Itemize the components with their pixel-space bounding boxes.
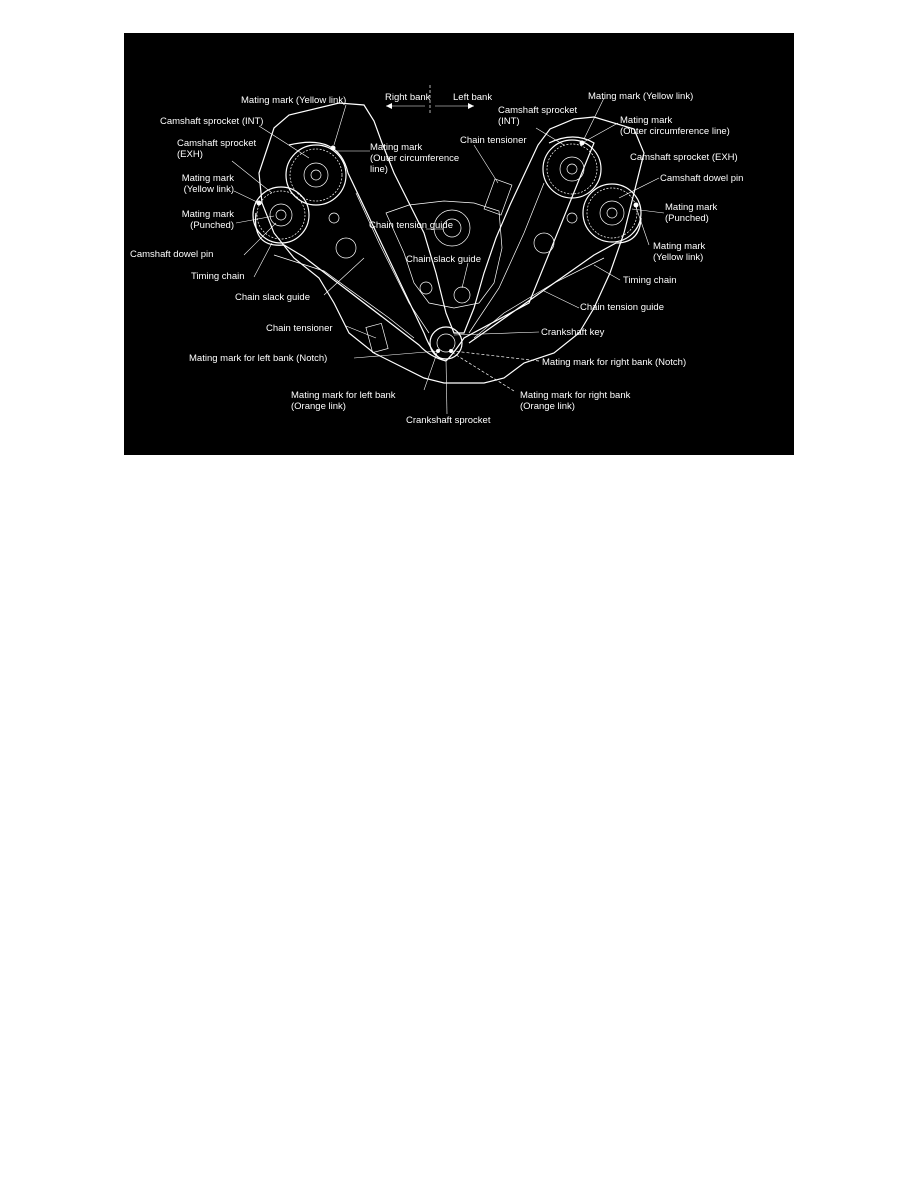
label-mating-punched-lb: Mating mark (Punched) <box>665 202 718 224</box>
label-chain-tension-guide-lb: Chain tension guide <box>580 302 664 313</box>
engine-block-outline <box>258 102 645 384</box>
label-timing-chain-lb: Timing chain <box>623 275 677 286</box>
label-chain-slack-guide-center: Chain slack guide <box>406 254 481 265</box>
label-camshaft-int-lb: Camshaft sprocket (INT) <box>498 105 578 127</box>
label-mating-yellow-top-rb: Mating mark (Yellow link) <box>241 95 347 106</box>
center-hole <box>453 286 471 304</box>
label-mating-right-notch: Mating mark for right bank (Notch) <box>542 357 687 368</box>
engine-drawing <box>231 85 665 415</box>
lower-tensioner-shape <box>365 322 389 354</box>
label-mating-yellow-top-lb: Mating mark (Yellow link) <box>588 91 694 102</box>
right-bank-label: Right bank <box>385 92 431 103</box>
label-camshaft-int-rb: Camshaft sprocket (INT) <box>160 116 264 127</box>
left-slack-guide-shape <box>473 257 605 339</box>
label-dowel-pin-lb: Camshaft dowel pin <box>660 173 744 184</box>
label-mating-left-orange: Mating mark for left bank (Orange link) <box>291 390 396 412</box>
label-crankshaft-sprocket: Crankshaft sprocket <box>406 415 491 426</box>
left-bank-label: Left bank <box>453 92 493 103</box>
right-bank-exh-sprocket <box>252 186 310 244</box>
label-crankshaft-key: Crankshaft key <box>541 327 605 338</box>
center-hole-2 <box>419 281 433 295</box>
timing-chain-diagram: Right bank Left bank Mating mark (Yellow… <box>124 33 794 455</box>
label-chain-tension-guide-center: Chain tension guide <box>369 220 453 231</box>
label-chain-tensioner-upper: Chain tensioner <box>460 135 527 146</box>
right-tension-guide <box>355 192 430 334</box>
center-block-outline <box>385 200 503 309</box>
label-dowel-pin-rb: Camshaft dowel pin <box>130 249 214 260</box>
left-bank-timing-chain <box>445 136 642 362</box>
label-mating-outer-rb: Mating mark (Outer circumference line) <box>370 142 460 175</box>
label-timing-chain-rb: Timing chain <box>191 271 245 282</box>
bolt-hole-lb <box>566 212 578 224</box>
label-mating-yellow-rb-exh: Mating mark (Yellow link) <box>181 173 234 195</box>
center-boss <box>433 209 471 247</box>
bolt-hole-rb <box>328 212 340 224</box>
right-bank-timing-chain <box>254 141 447 362</box>
label-chain-slack-guide-rb: Chain slack guide <box>235 292 310 303</box>
label-mating-left-notch: Mating mark for left bank (Notch) <box>189 353 328 364</box>
upper-tensioner-shape <box>483 178 513 216</box>
block-hole-rb <box>335 237 357 259</box>
label-camshaft-exh-lb: Camshaft sprocket (EXH) <box>630 152 738 163</box>
label-mating-punched-rb: Mating mark (Punched) <box>181 209 234 231</box>
label-mating-right-orange: Mating mark for right bank (Orange link) <box>520 390 631 412</box>
label-camshaft-exh-rb: Camshaft sprocket (EXH) <box>177 138 257 160</box>
leader-lines <box>231 97 665 415</box>
label-chain-tensioner-lower: Chain tensioner <box>266 323 333 334</box>
label-mating-outer-lb: Mating mark (Outer circumference line) <box>620 115 730 137</box>
label-mating-yellow-lb-exh: Mating mark (Yellow link) <box>653 241 706 263</box>
center-boss-inner <box>442 218 462 238</box>
left-bank-exh-sprocket <box>582 183 642 243</box>
left-tension-guide-shape <box>468 182 545 334</box>
right-slack-guide <box>273 254 415 339</box>
right-bank-int-sprocket <box>285 144 347 206</box>
